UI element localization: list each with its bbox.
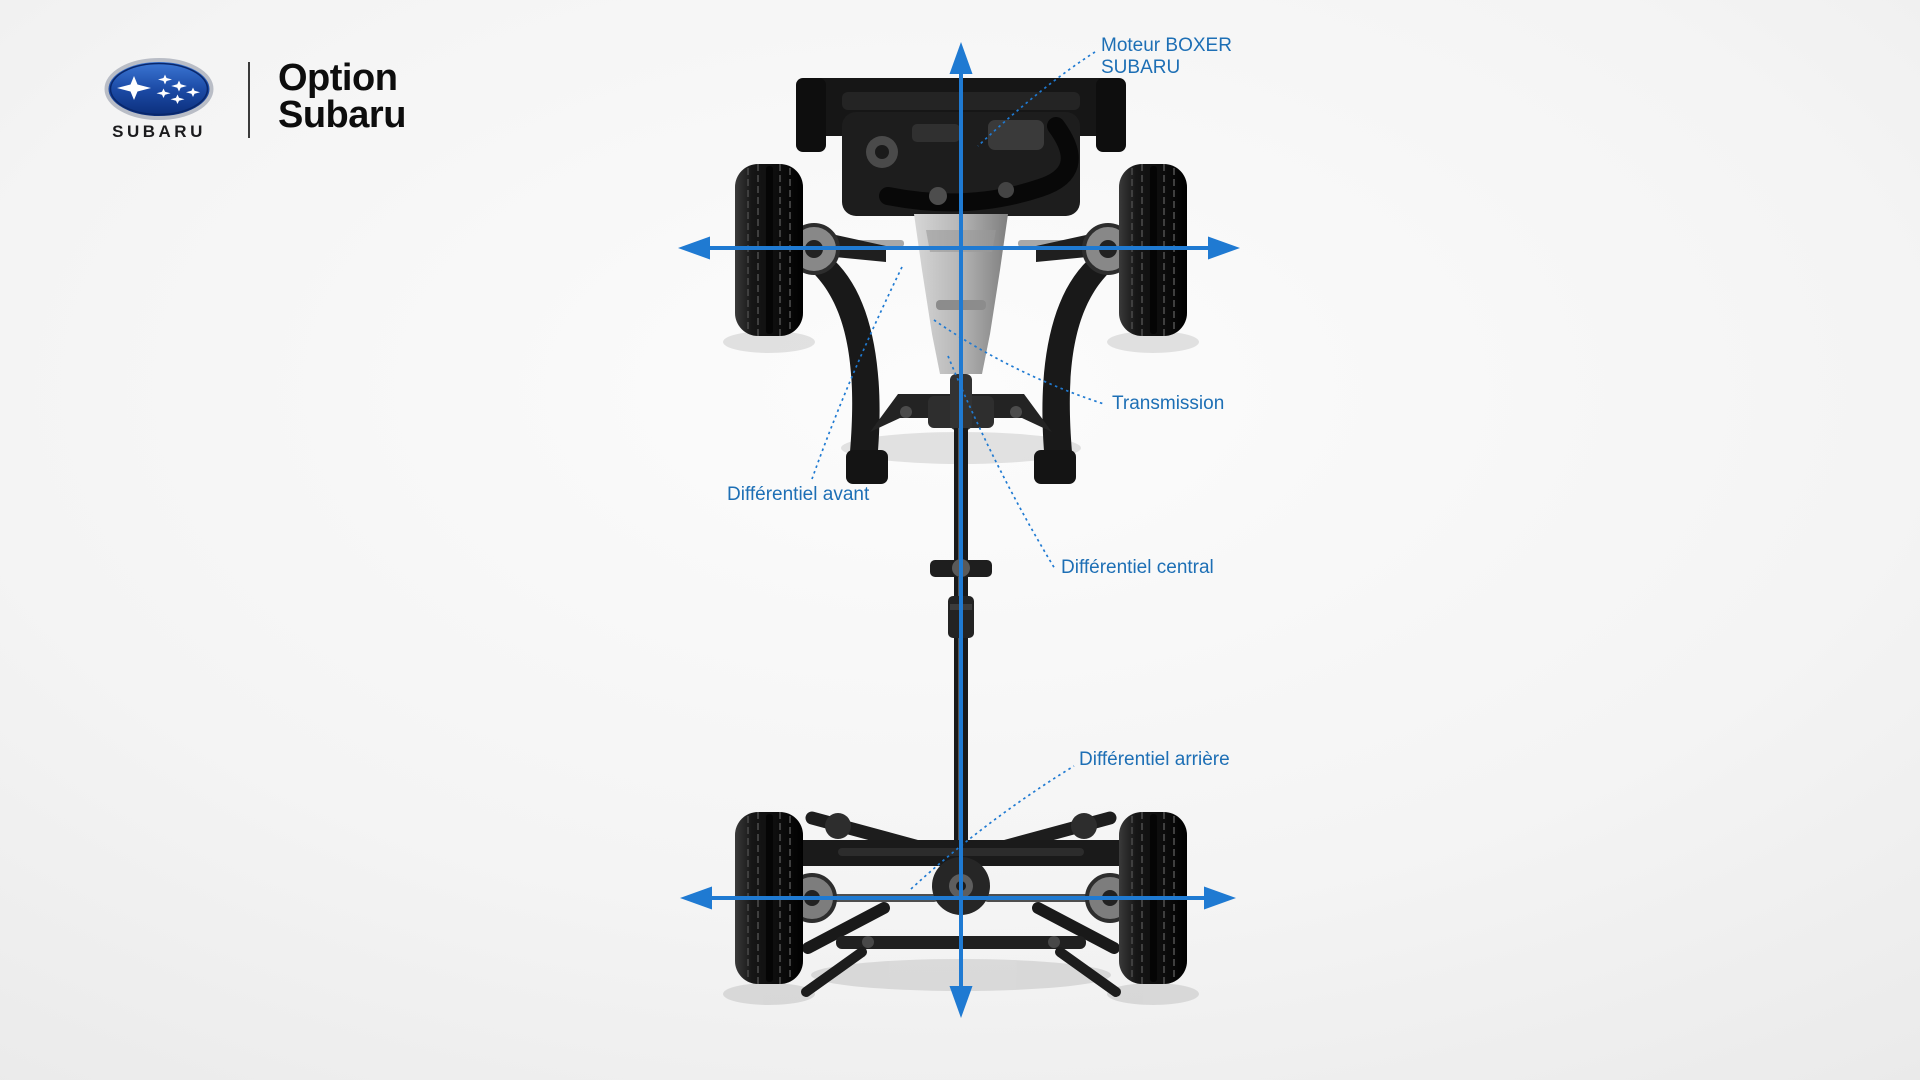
awd-arrow-vertical <box>949 42 973 1018</box>
label-front-diff: Différentiel avant <box>727 484 870 505</box>
awd-cross-arrows <box>678 42 1240 1018</box>
leader-line-center-diff <box>947 355 1056 570</box>
brand-title-line1: Option <box>278 57 398 99</box>
leader-line-rear-diff <box>910 765 1075 890</box>
label-rear-diff: Différentiel arrière <box>1079 749 1230 770</box>
label-engine: Moteur BOXER SUBARU <box>1101 35 1232 78</box>
brand-divider <box>248 62 250 138</box>
subaru-logo-icon <box>104 58 214 120</box>
awd-arrow-rear-axle <box>680 886 1236 910</box>
subaru-wordmark: SUBARU <box>112 122 206 141</box>
leader-line-front-diff <box>811 266 903 480</box>
label-leader-lines <box>811 51 1105 890</box>
brand-title-line2: Subaru <box>278 94 406 136</box>
brand-title: Option Subaru <box>278 57 406 136</box>
label-transmission: Transmission <box>1112 393 1225 414</box>
brand-header: SUBARU Option Subaru <box>100 58 406 142</box>
label-center-diff: Différentiel central <box>1061 557 1214 578</box>
awd-arrow-front-axle <box>678 236 1240 260</box>
